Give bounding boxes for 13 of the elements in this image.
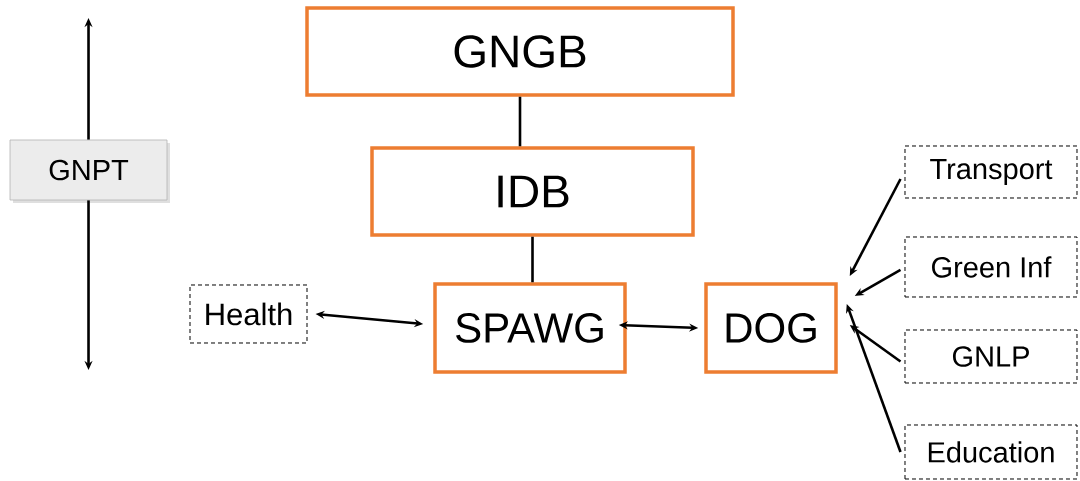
dashed-box: GNLP — [904, 329, 1078, 384]
connector-line — [518, 96, 522, 147]
dashed-box: Education — [904, 424, 1078, 480]
process-box: SPAWG — [433, 282, 627, 374]
dashed-box: Transport — [904, 145, 1078, 199]
connector-line — [531, 236, 534, 283]
process-box: GNGB — [305, 6, 735, 97]
process-box: DOG — [704, 282, 838, 374]
arrow — [849, 178, 902, 276]
label-box: GNPT — [9, 139, 170, 203]
process-box: IDB — [370, 146, 695, 237]
dashed-box: Green Inf — [904, 236, 1078, 298]
dashed-box: Health — [189, 284, 308, 344]
